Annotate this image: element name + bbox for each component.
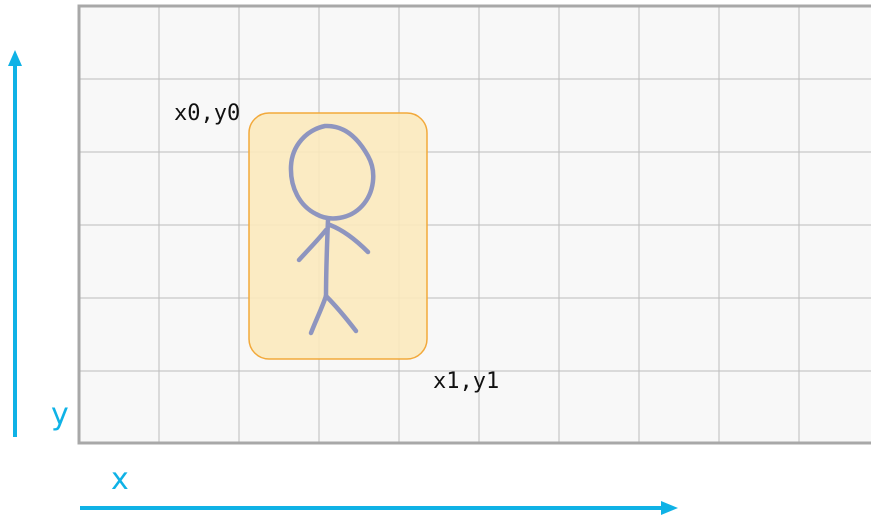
figure-right-leg (323, 293, 359, 334)
stick-figure-icon (288, 123, 376, 336)
arrow-up-icon (8, 50, 22, 66)
figure-left-leg (308, 293, 329, 336)
y-axis-label: y (51, 397, 69, 432)
bounding-box (248, 112, 428, 360)
top-left-corner-label: x0,y0 (174, 101, 240, 126)
figure-left-arm (296, 227, 329, 263)
bottom-right-corner-label: x1,y1 (433, 369, 499, 394)
grid (77, 4, 871, 445)
arrow-right-icon (661, 501, 678, 515)
figure-head (288, 123, 376, 221)
x-axis-label: x (111, 462, 129, 497)
x-axis: x (80, 462, 678, 515)
grid-border (77, 4, 871, 445)
figure-body (323, 217, 331, 301)
grid-horizontal-lines (79, 78, 871, 372)
y-axis: y (8, 50, 69, 437)
figure-right-arm (327, 222, 371, 255)
